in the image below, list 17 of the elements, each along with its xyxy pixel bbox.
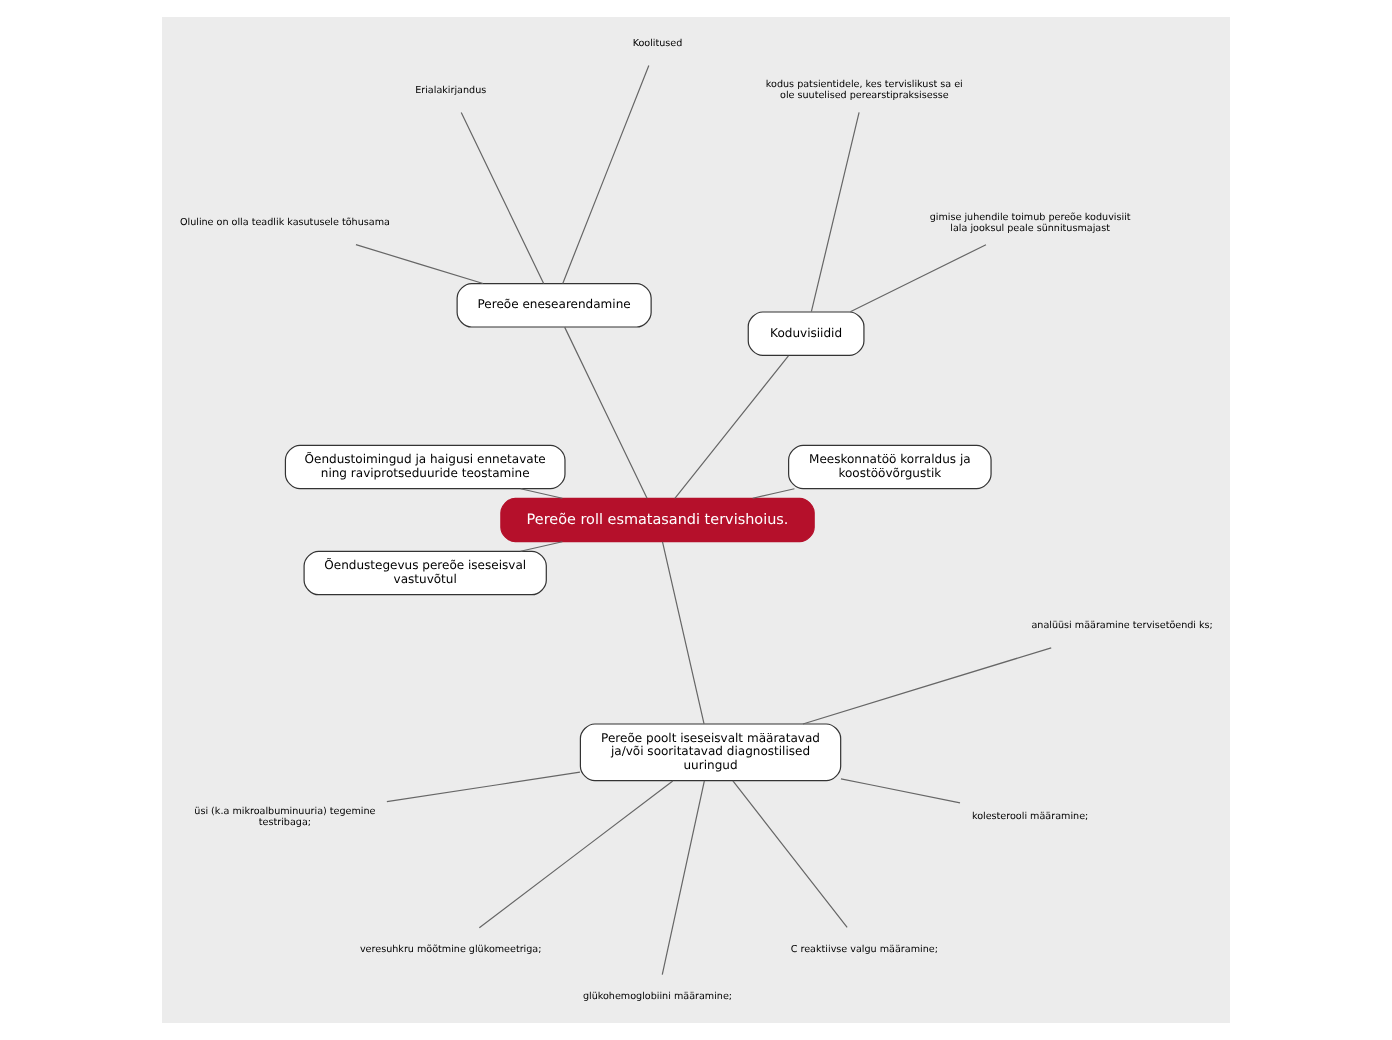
connector [478,780,674,929]
connector [460,111,545,285]
connector [732,780,848,928]
connector [849,244,987,313]
connector [386,771,581,803]
connector [802,647,1052,725]
connector [520,541,563,552]
connector [520,488,563,499]
connector [810,111,860,313]
connector [661,780,705,976]
connector [564,326,648,499]
connector [562,64,650,285]
connector [674,355,789,499]
connector [355,244,484,285]
connector [840,778,961,804]
connector [661,541,705,725]
connector [752,488,796,499]
